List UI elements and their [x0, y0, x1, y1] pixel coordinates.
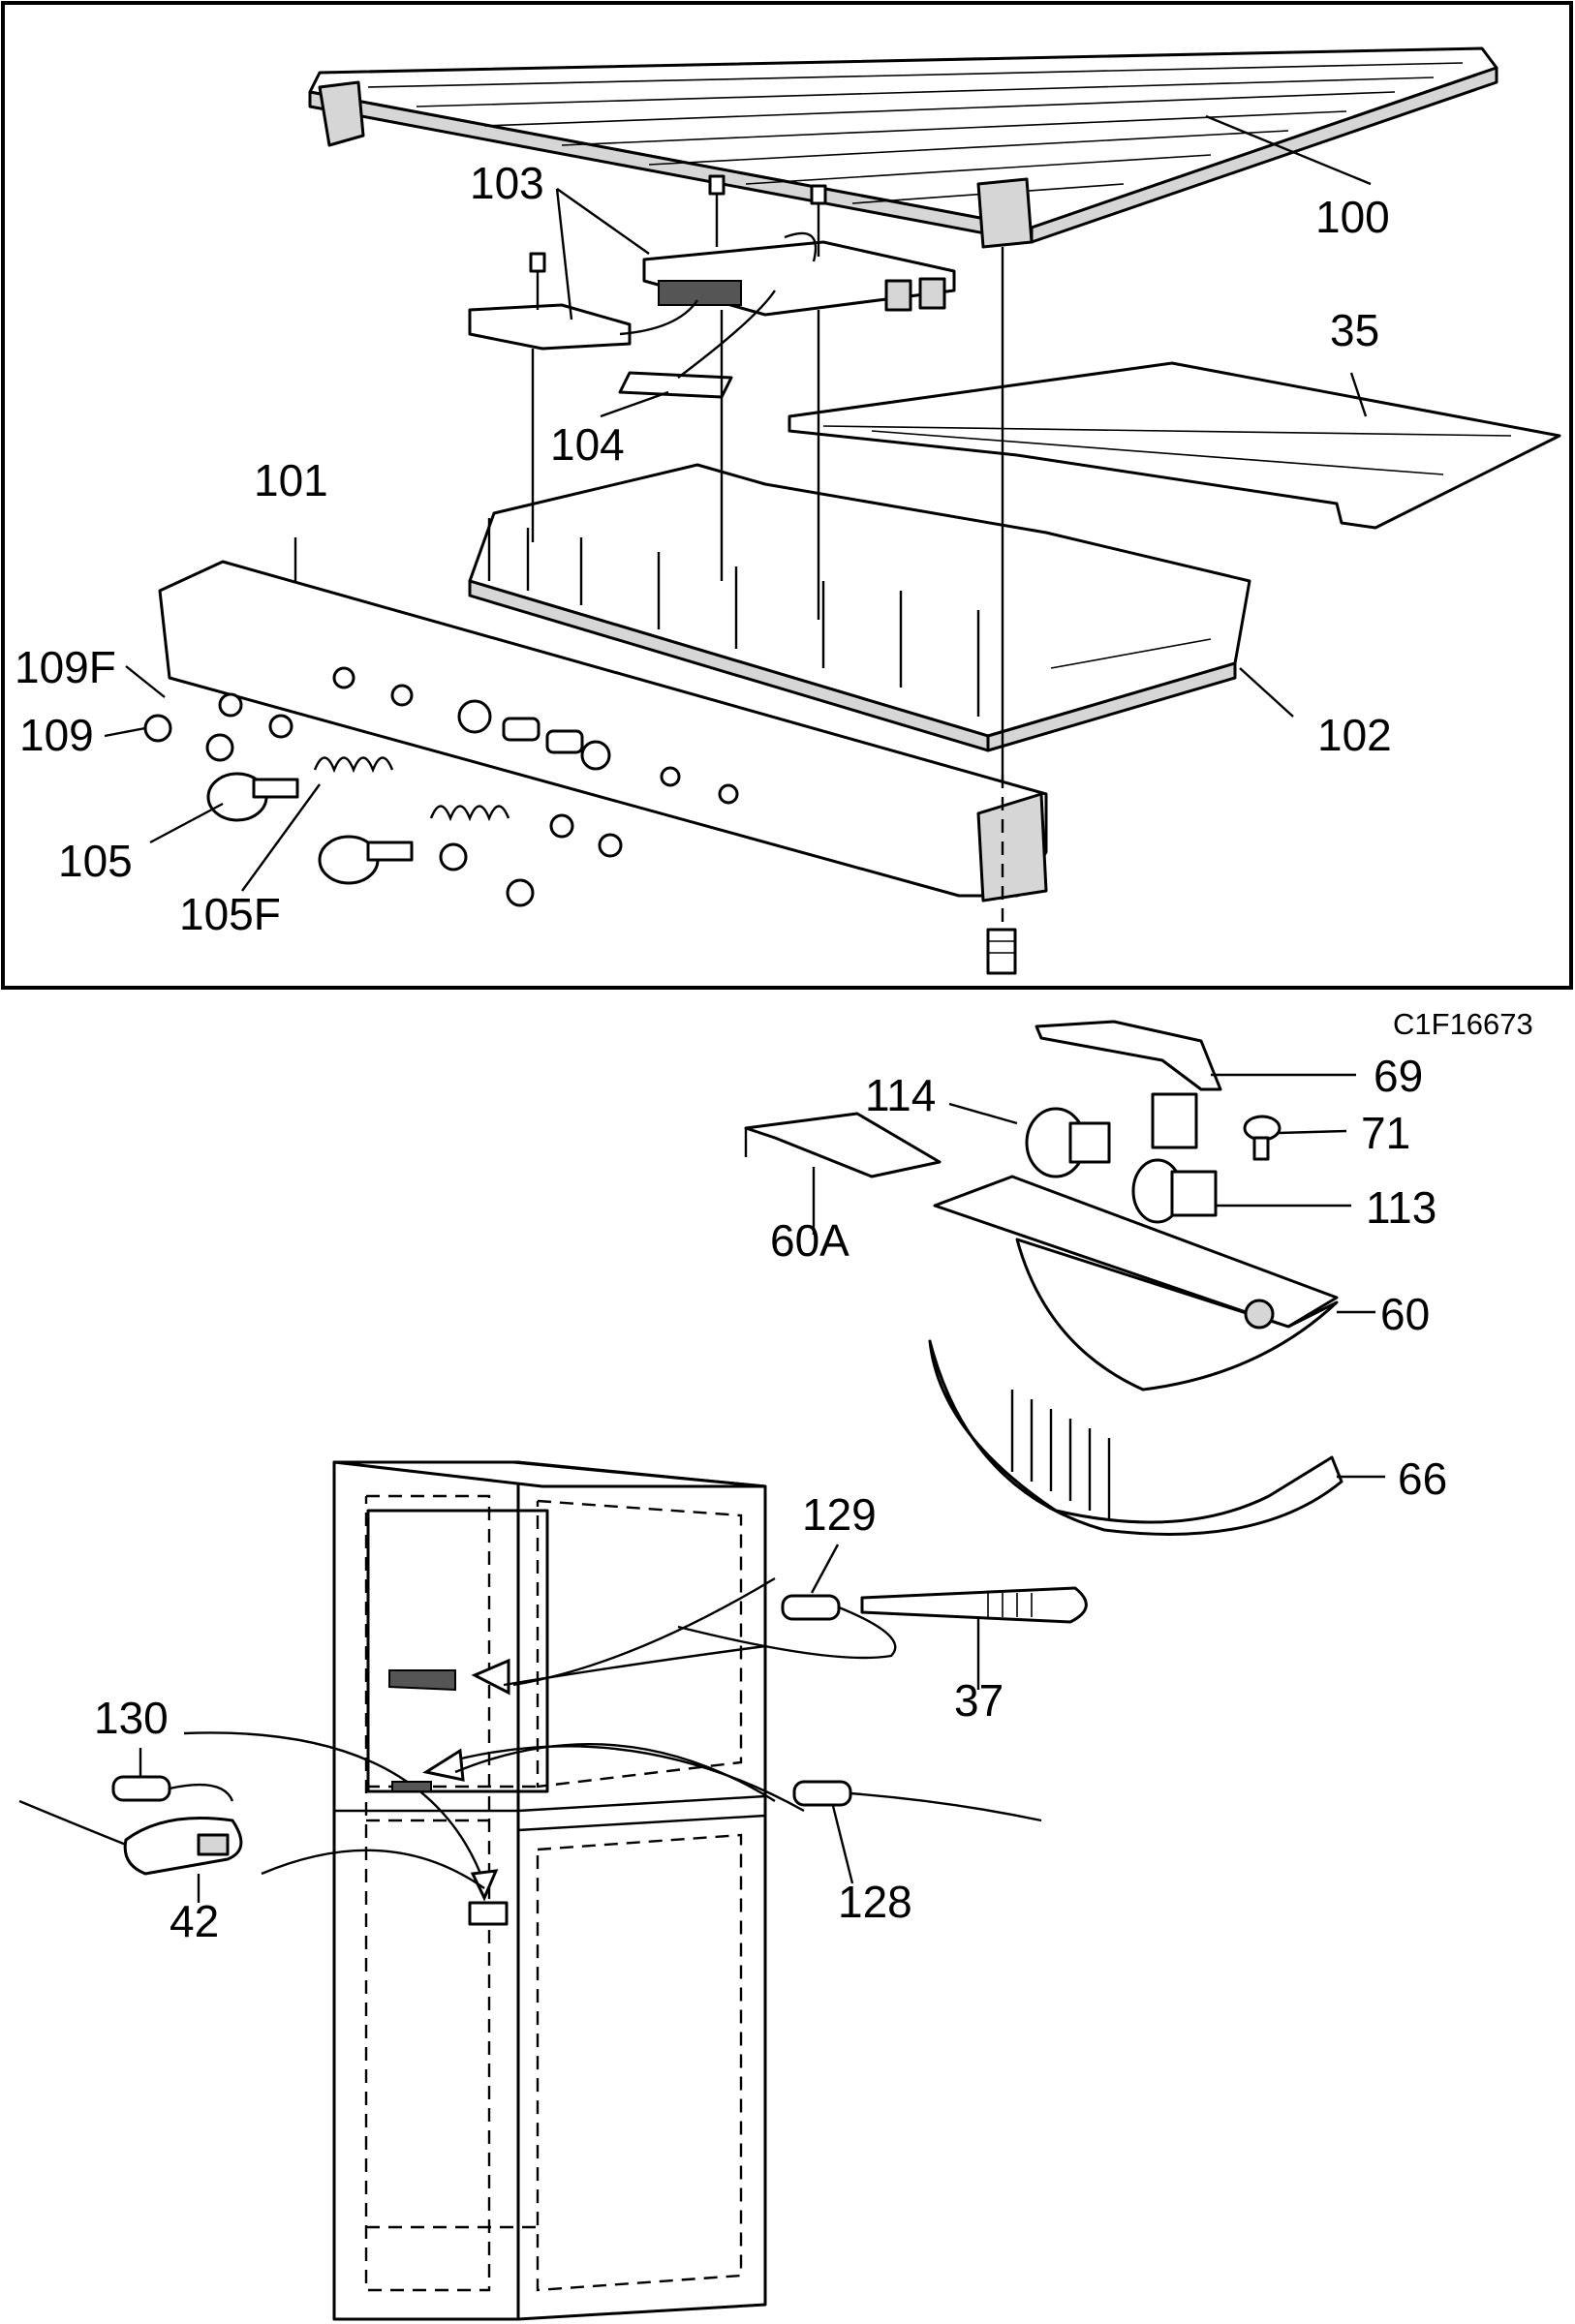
sensor-128	[792, 1780, 1042, 1822]
label-104: 104	[550, 419, 625, 470]
label-42: 42	[170, 1896, 219, 1946]
label-100: 100	[1315, 192, 1390, 242]
label-102: 102	[1317, 710, 1392, 760]
part-104	[618, 371, 733, 399]
part-69-lamp-cover	[1035, 1020, 1222, 1091]
label-105F: 105F	[179, 889, 281, 939]
label-130: 130	[94, 1693, 169, 1743]
label-109: 109	[19, 710, 94, 760]
part-105-knob	[206, 772, 414, 885]
part-103-control-board	[468, 174, 956, 351]
label-69: 69	[1374, 1051, 1423, 1101]
label-37: 37	[954, 1675, 1004, 1726]
sensor-129	[677, 1594, 897, 1660]
part-66-lamp-diffuser	[928, 1339, 1343, 1536]
leader-lines-cabinet	[139, 1544, 980, 1903]
label-71: 71	[1361, 1108, 1410, 1158]
label-60A: 60A	[770, 1215, 849, 1266]
label-109F: 109F	[15, 642, 116, 692]
label-114: 114	[865, 1070, 936, 1120]
part-101-front-panel	[158, 560, 1048, 930]
label-101: 101	[254, 455, 328, 505]
part-60-lamp-housing	[933, 1175, 1339, 1391]
part-100-top-cover	[308, 46, 1498, 249]
sensor-130	[111, 1775, 234, 1802]
label-113: 113	[1366, 1182, 1436, 1233]
cabinet	[332, 1460, 767, 2321]
leader-lines-lamp	[812, 1073, 1385, 1479]
screw-icon	[986, 928, 1017, 975]
arrow-icon	[183, 1576, 805, 1926]
part-105F-spring	[313, 756, 510, 822]
part-114-bulb	[1025, 1107, 1111, 1178]
part-109-button	[143, 692, 623, 907]
top-frame	[1, 1, 1573, 990]
label-60: 60	[1380, 1289, 1430, 1339]
label-129: 129	[802, 1489, 877, 1540]
label-128: 128	[838, 1877, 912, 1927]
label-66: 66	[1398, 1453, 1447, 1504]
part-102-housing	[468, 247, 1251, 891]
label-35: 35	[1330, 305, 1379, 355]
drawing-code: C1F16673	[1393, 1007, 1533, 1041]
part-60A-bracket	[744, 1112, 942, 1178]
part-113-lamp-holder	[1131, 1092, 1218, 1224]
leader-lines-top	[104, 114, 1372, 892]
part-104-wire	[677, 290, 776, 379]
part-35-cover-strip	[788, 361, 1561, 530]
part-42-connector	[18, 1799, 243, 1876]
part-37-sensor-holder	[860, 1586, 1088, 1624]
label-103: 103	[470, 158, 544, 208]
label-105: 105	[58, 836, 133, 886]
part-71-clip	[1243, 1115, 1282, 1161]
